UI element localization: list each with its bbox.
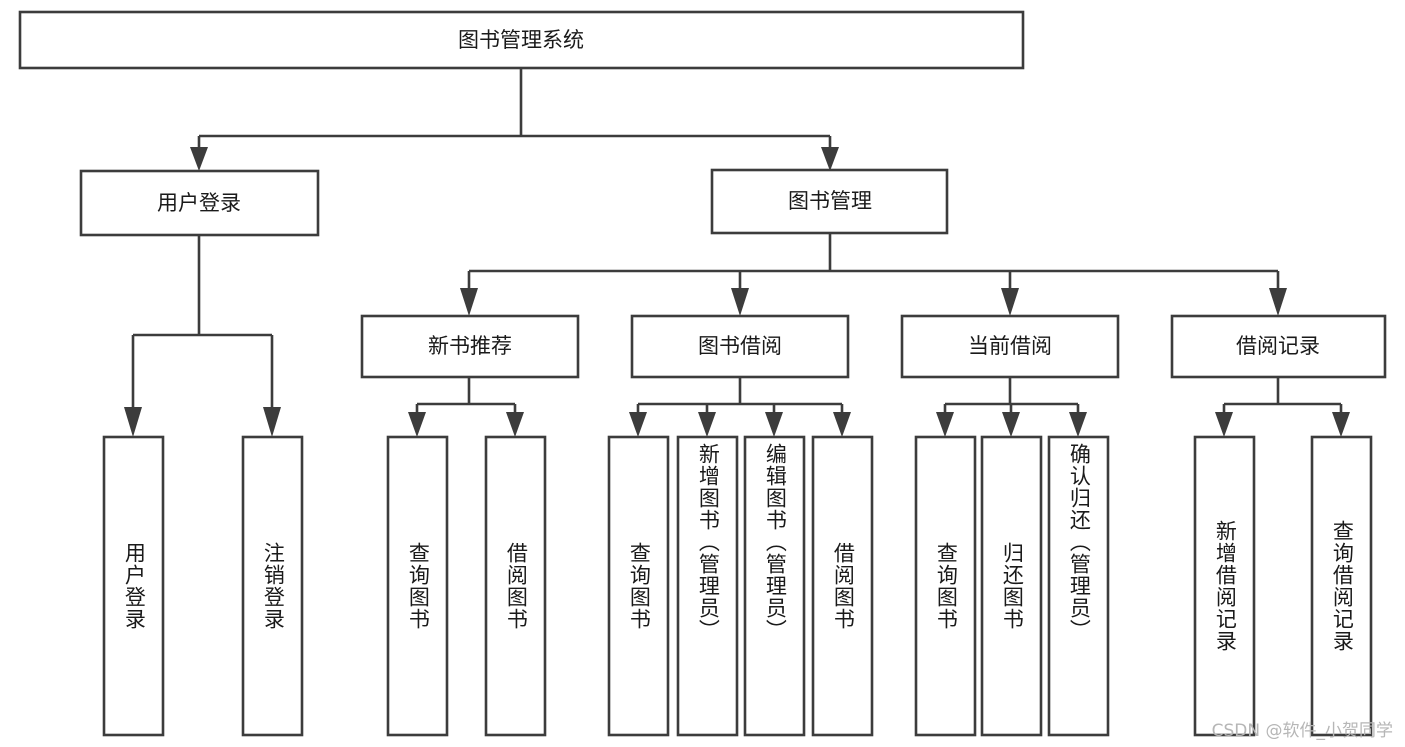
node-borrow-record[interactable]: 借阅记录	[1170, 314, 1387, 379]
node-root-box[interactable]	[18, 10, 1025, 70]
arrow-head-current-borrow-leaf-1	[936, 412, 954, 437]
arrow-head-book-borrow-leaf-4	[833, 412, 851, 437]
node-book-manage[interactable]: 图书管理	[710, 168, 949, 235]
node-user-login[interactable]: 用户登录	[79, 169, 320, 237]
node-root-label: 图书管理系统	[458, 28, 584, 52]
leaf-box-book-borrow-3[interactable]	[743, 435, 806, 737]
node-borrow-record-label: 借阅记录	[1236, 334, 1320, 358]
arrow-head-book-manage	[821, 147, 839, 171]
leaf-box-new-book-2[interactable]	[484, 435, 547, 737]
node-current-borrow-box[interactable]	[900, 314, 1120, 379]
node-user-login-label: 用户登录	[157, 191, 241, 215]
leaf-box-borrow-record-2[interactable]	[1310, 435, 1373, 737]
node-book-borrow-box[interactable]	[630, 314, 850, 379]
leaf-box-layer	[102, 435, 1373, 737]
connector-layer	[124, 68, 1350, 437]
leaf-box-current-borrow-1[interactable]	[914, 435, 977, 737]
leaf-box-current-borrow-3[interactable]	[1047, 435, 1110, 737]
arrow-head-current-borrow	[1001, 288, 1019, 316]
node-root[interactable]: 图书管理系统	[18, 10, 1025, 70]
arrow-head-user-login	[190, 147, 208, 171]
arrow-head-book-borrow-leaf-3	[765, 412, 783, 437]
node-user-login-box[interactable]	[79, 169, 320, 237]
node-current-borrow[interactable]: 当前借阅	[900, 314, 1120, 379]
arrow-head-new-book-leaf-1	[408, 412, 426, 437]
arrow-head-new-book	[460, 288, 478, 316]
node-book-borrow[interactable]: 图书借阅	[630, 314, 850, 379]
node-new-book-recommend-label: 新书推荐	[428, 334, 512, 358]
leaf-box-borrow-record-1[interactable]	[1193, 435, 1256, 737]
node-book-manage-label: 图书管理	[788, 189, 872, 213]
leaf-box-current-borrow-2[interactable]	[980, 435, 1043, 737]
arrow-head-user-login-leaf-1	[124, 407, 142, 437]
arrow-head-book-borrow-leaf-1	[629, 412, 647, 437]
node-current-borrow-label: 当前借阅	[968, 334, 1052, 358]
leaf-box-book-borrow-2[interactable]	[676, 435, 739, 737]
leaf-box-user-login-1[interactable]	[102, 435, 165, 737]
arrow-head-book-borrow-leaf-2	[698, 412, 716, 437]
leaf-box-book-borrow-4[interactable]	[811, 435, 874, 737]
arrow-head-borrow-record-leaf-2	[1332, 412, 1350, 437]
leaf-box-book-borrow-1[interactable]	[607, 435, 670, 737]
node-new-book-recommend-box[interactable]	[360, 314, 580, 379]
node-book-manage-box[interactable]	[710, 168, 949, 235]
arrow-head-current-borrow-leaf-2	[1002, 412, 1020, 437]
node-new-book-recommend[interactable]: 新书推荐	[360, 314, 580, 379]
arrow-head-book-borrow	[731, 288, 749, 316]
arrow-head-current-borrow-leaf-3	[1069, 412, 1087, 437]
arrow-head-user-login-leaf-2	[263, 407, 281, 437]
node-borrow-record-box[interactable]	[1170, 314, 1387, 379]
leaf-box-new-book-1[interactable]	[386, 435, 449, 737]
arrow-head-borrow-record	[1269, 288, 1287, 316]
arrow-head-borrow-record-leaf-1	[1215, 412, 1233, 437]
arrow-head-new-book-leaf-2	[506, 412, 524, 437]
leaf-box-user-login-2[interactable]	[241, 435, 304, 737]
node-book-borrow-label: 图书借阅	[698, 334, 782, 358]
